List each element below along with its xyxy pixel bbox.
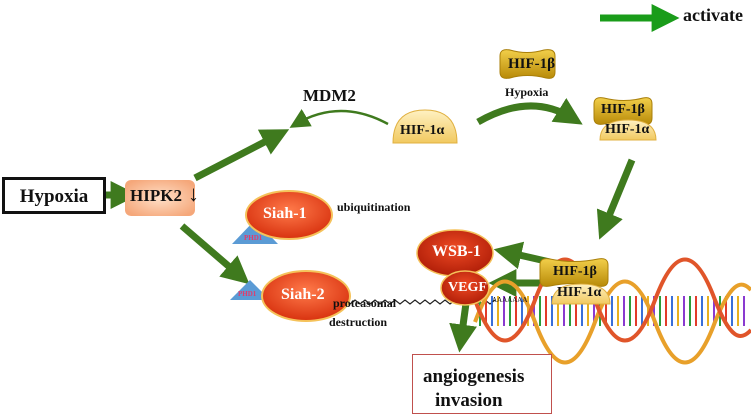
hypoxia-box: Hypoxia [2, 177, 106, 214]
hif1b-top-label: HIF-1β [508, 56, 556, 72]
wsb1-label: WSB-1 [432, 243, 481, 260]
hypoxia-small-label: Hypoxia [505, 85, 549, 99]
mdm2-label: MDM2 [303, 86, 356, 105]
complex-bottom-alpha-label: HIF-1α [557, 285, 602, 300]
siah2-label: Siah-2 [281, 286, 325, 303]
siah1-label: Siah-1 [263, 205, 307, 222]
proteasomal-line2: destruction [329, 315, 387, 329]
dna-helix [473, 257, 751, 365]
proteasomal-line1: proteasomal [333, 296, 397, 310]
phd1-triangle-1 [232, 220, 278, 244]
hipk2-shape [125, 180, 195, 216]
outcome-box: angiogenesis invasion [412, 354, 552, 414]
complex-top-beta-shape [593, 97, 653, 125]
vegf-label: VEGF [448, 280, 487, 295]
hif1a-top-label: HIF-1α [400, 123, 445, 138]
complex-bottom-beta-shape [539, 258, 609, 287]
outcome-line1: angiogenesis [423, 366, 525, 387]
arrow-hipk2-siah2 [179, 223, 250, 285]
phd1-triangle-2 [230, 280, 270, 300]
hipk2-down-arrow: ↓ [188, 181, 199, 206]
hif1a-top-shape [392, 109, 458, 144]
siah1-shape [245, 190, 333, 240]
siah1-phd1-tag: PHD1 [244, 234, 263, 242]
complex-top-alpha-label: HIF-1α [605, 122, 650, 137]
siah2-shape [261, 270, 351, 322]
arrow-complex-down [596, 158, 636, 240]
arrow-hipk2-mdm2 [193, 129, 290, 182]
vegf-shape [440, 270, 490, 306]
siah2-phd1-tag: PHD1 [238, 290, 257, 298]
complex-top-beta-label: HIF-1β [601, 102, 645, 117]
complex-bottom-alpha-shape [551, 283, 611, 305]
complex-top-alpha-shape [599, 119, 657, 141]
hypoxia-label: Hypoxia [19, 186, 89, 207]
ubiquitination-label: ubiquitination [337, 200, 411, 214]
hipk2-label: HIPK2 [130, 186, 182, 205]
legend-label: activate [683, 5, 743, 25]
poly-a-label: AAAAAAA [492, 296, 528, 304]
outcome-line2: invasion [435, 390, 503, 411]
arrow-hif1a-mdm2 [289, 109, 389, 128]
hif1b-top-shape [499, 49, 556, 79]
complex-bottom-beta-label: HIF-1β [553, 264, 597, 279]
arrow-hif1a-complex [476, 97, 583, 126]
